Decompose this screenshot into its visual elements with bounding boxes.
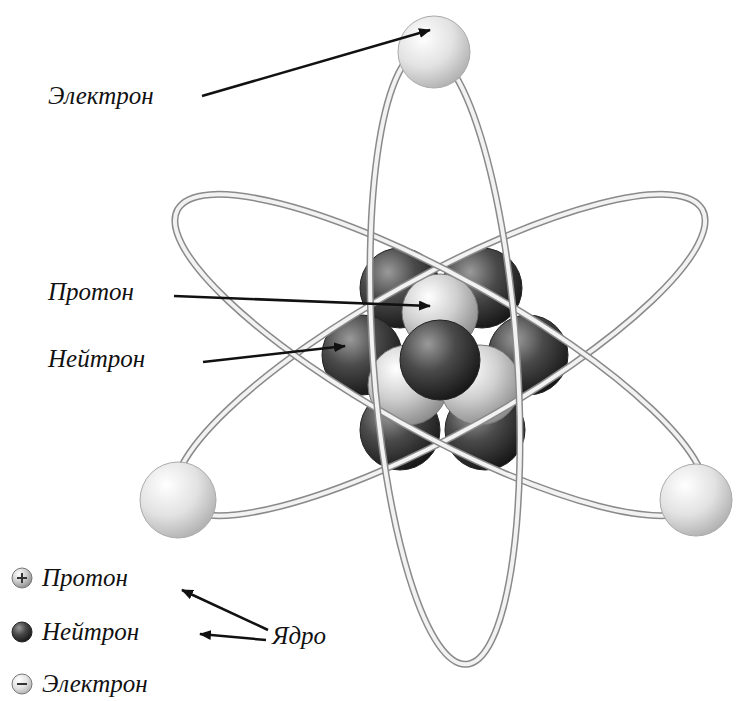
orbits	[140, 45, 739, 670]
legend-icon	[10, 566, 34, 590]
electron-label: Электрон	[48, 82, 154, 110]
neutron-label: Нейтрон	[48, 345, 145, 373]
proton-legend: Протон	[10, 564, 128, 592]
legend-text: Электрон	[42, 670, 148, 698]
proton-label: Протон	[48, 278, 134, 306]
legend-text: Нейтрон	[42, 618, 139, 646]
nucleus	[322, 248, 568, 470]
nucleus-label: Ядро	[272, 622, 326, 650]
legend-icon	[10, 620, 34, 644]
electrons	[140, 16, 732, 538]
neutron-legend: Нейтрон	[10, 618, 139, 646]
leader-lines	[174, 30, 430, 640]
electron-legend: Электрон	[10, 670, 148, 698]
legend-icon	[10, 672, 34, 696]
legend-text: Протон	[42, 564, 128, 592]
